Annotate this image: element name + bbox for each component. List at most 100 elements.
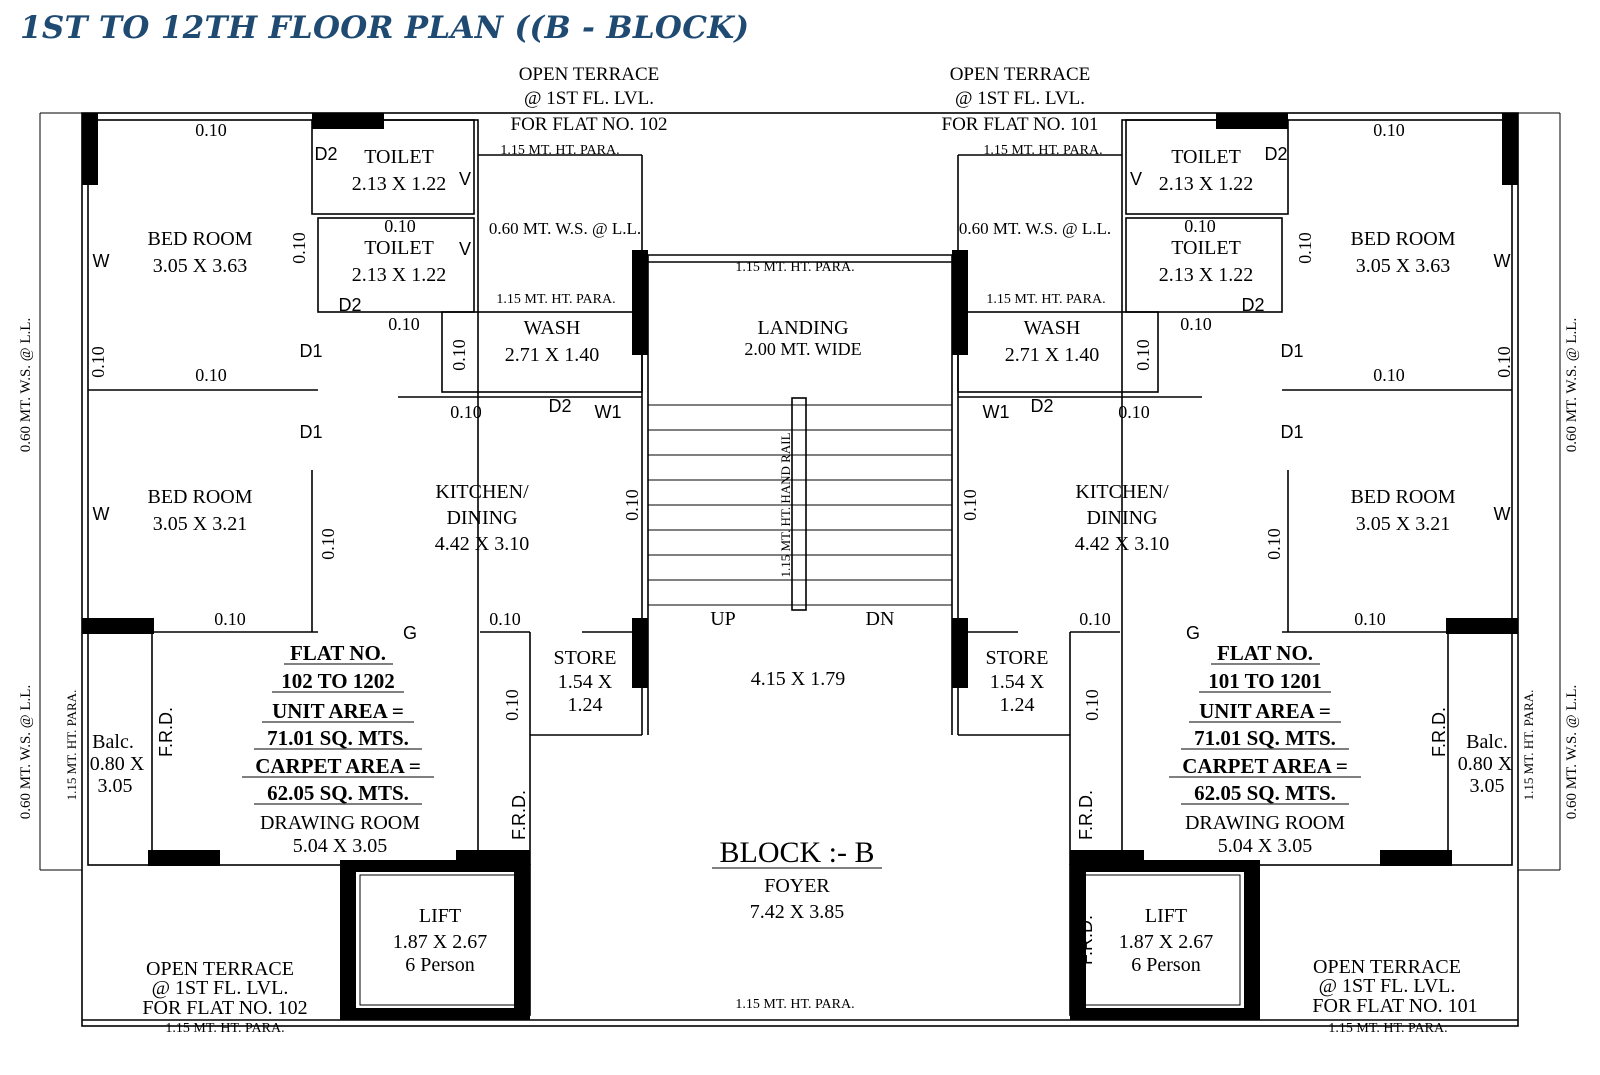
wall-dim-vertical: 0.10 xyxy=(1494,346,1514,378)
flat-no-label: FLAT NO. xyxy=(290,641,386,665)
wall-dim: 0.10 xyxy=(195,120,227,140)
vent-tag: V xyxy=(1130,169,1142,189)
door-tag: G xyxy=(1186,623,1200,643)
wall-dim: 0.10 xyxy=(450,402,482,422)
ws-label: 0.60 MT. W.S. @ L.L. xyxy=(489,219,641,238)
para-label: 1.15 MT. HT. PARA. xyxy=(500,143,619,158)
wall-dim-vertical: 0.10 xyxy=(1264,528,1284,560)
room-balcony-size1: 0.80 X xyxy=(90,753,145,775)
lobby-size: 4.15 X 1.79 xyxy=(751,668,845,690)
wall-dim-vertical: 0.10 xyxy=(88,346,108,378)
room-drawing-name: DRAWING ROOM xyxy=(260,812,420,834)
room-lift-name: LIFT xyxy=(419,905,461,927)
room-kitchen-size: 4.42 X 3.10 xyxy=(435,533,529,555)
room-kitchen-name: KITCHEN/ xyxy=(1075,481,1169,503)
flat-no-range: 102 TO 1202 xyxy=(281,669,395,693)
room-bed2-size: 3.05 X 3.21 xyxy=(1356,513,1450,535)
wall-dim: 0.10 xyxy=(195,365,227,385)
wall-dim: 0.10 xyxy=(1079,609,1111,629)
frd-tag: F.R.D. xyxy=(1429,707,1449,757)
unit-area-value: 71.01 SQ. MTS. xyxy=(1194,726,1336,750)
wall-dim: 0.10 xyxy=(384,216,416,236)
ws-label-vertical: 0.60 MT. W.S. @ L.L. xyxy=(1564,318,1580,452)
wall-dim-vertical: 0.10 xyxy=(1133,339,1153,371)
para-label: 1.15 MT. HT. PARA. xyxy=(165,1021,284,1036)
room-toilet-name: TOILET xyxy=(1171,237,1241,259)
flat-no-label: FLAT NO. xyxy=(1217,641,1313,665)
room-toilet-size: 2.13 X 1.22 xyxy=(1159,264,1253,286)
terrace-bottom-left-line2: @ 1ST FL. LVL. xyxy=(152,977,289,999)
door-tag: D2 xyxy=(1264,144,1287,164)
room-lift-size: 1.87 X 2.67 xyxy=(1119,931,1213,953)
terrace-bottom-left-line1: OPEN TERRACE xyxy=(146,958,294,980)
wall-dim: 0.10 xyxy=(1373,365,1405,385)
room-bed1-size: 3.05 X 3.63 xyxy=(1356,255,1450,277)
wall-dim-vertical: 0.10 xyxy=(622,489,642,521)
flat-info-underlines xyxy=(242,663,1361,805)
room-balcony-size1: 0.80 X xyxy=(1458,753,1513,775)
room-wash-size: 2.71 X 1.40 xyxy=(505,344,599,366)
window-tag: W xyxy=(93,504,110,524)
para-label: 1.15 MT. HT. PARA. xyxy=(983,143,1102,158)
block-title: BLOCK :- B xyxy=(719,836,874,869)
room-bed1-size: 3.05 X 3.63 xyxy=(153,255,247,277)
room-balcony-size2: 3.05 xyxy=(98,775,133,797)
room-bed1-name: BED ROOM xyxy=(1350,228,1455,250)
terrace-top-right-line1: OPEN TERRACE xyxy=(950,64,1091,85)
stair-up: UP xyxy=(710,608,736,630)
wall-dim: 0.10 xyxy=(1184,216,1216,236)
wall-dim: 0.10 xyxy=(214,609,246,629)
para-label: 1.15 MT. HT. PARA. xyxy=(986,292,1105,307)
wall-dim: 0.10 xyxy=(1118,402,1150,422)
room-lift-capacity: 6 Person xyxy=(405,954,474,976)
room-store-size2: 1.24 xyxy=(1000,694,1035,716)
window-tag: W xyxy=(1494,504,1511,524)
door-tag: D2 xyxy=(1241,295,1264,315)
window-tag: W1 xyxy=(983,402,1010,422)
room-toilet-name: TOILET xyxy=(364,237,434,259)
room-toilet-size: 2.13 X 1.22 xyxy=(352,173,446,195)
frd-tag: F.R.D. xyxy=(512,915,532,965)
para-label-vertical: 1.15 MT. HT. PARA. xyxy=(64,690,79,801)
terrace-bottom-right-line1: OPEN TERRACE xyxy=(1313,956,1461,978)
door-tag: D1 xyxy=(299,422,322,442)
frd-tag: F.R.D. xyxy=(1076,790,1096,840)
door-tag: D1 xyxy=(299,341,322,361)
terrace-top-right-line2: @ 1ST FL. LVL. xyxy=(955,88,1085,109)
room-balcony-name: Balc. xyxy=(1466,731,1508,753)
para-label: 1.15 MT. HT. PARA. xyxy=(496,292,615,307)
flat-info-right: FLAT NO. 101 TO 1201 UNIT AREA = 71.01 S… xyxy=(1182,641,1348,805)
room-bed2-name: BED ROOM xyxy=(147,486,252,508)
room-wash-name: WASH xyxy=(524,317,581,339)
wall-dim: 0.10 xyxy=(1373,120,1405,140)
flat-no-range: 101 TO 1201 xyxy=(1208,669,1322,693)
window-tag: W1 xyxy=(595,402,622,422)
room-store-name: STORE xyxy=(986,647,1049,669)
wall-dim-vertical: 0.10 xyxy=(1295,232,1315,264)
door-tag: G xyxy=(403,623,417,643)
room-kitchen-name2: DINING xyxy=(1086,507,1157,529)
landing-name: LANDING xyxy=(757,317,848,339)
room-store-size1: 1.54 X xyxy=(990,671,1045,693)
window-tag: W xyxy=(1494,251,1511,271)
frd-tag: F.R.D. xyxy=(509,790,529,840)
room-lift-name: LIFT xyxy=(1145,905,1187,927)
foyer-name: FOYER xyxy=(764,875,830,897)
door-tag: D2 xyxy=(338,295,361,315)
terrace-bottom-left-line3: FOR FLAT NO. 102 xyxy=(142,997,307,1019)
room-lift-capacity: 6 Person xyxy=(1131,954,1200,976)
ws-label-vertical: 0.60 MT. W.S. @ L.L. xyxy=(18,685,34,819)
wall-dim-vertical: 0.10 xyxy=(318,528,338,560)
handrail-bar xyxy=(791,397,807,611)
unit-area-label: UNIT AREA = xyxy=(272,699,404,723)
room-balcony-name: Balc. xyxy=(92,731,134,753)
room-toilet-name: TOILET xyxy=(364,146,434,168)
room-kitchen-size: 4.42 X 3.10 xyxy=(1075,533,1169,555)
terrace-top-right-line3: FOR FLAT NO. 101 xyxy=(942,114,1099,135)
room-drawing-size: 5.04 X 3.05 xyxy=(293,835,387,857)
ws-label-vertical: 0.60 MT. W.S. @ L.L. xyxy=(1564,685,1580,819)
terrace-top-left-line3: FOR FLAT NO. 102 xyxy=(511,114,668,135)
room-store-name: STORE xyxy=(554,647,617,669)
plan-title: 1ST TO 12TH FLOOR PLAN ((B - BLOCK) xyxy=(20,10,750,46)
frd-tag: F.R.D. xyxy=(1076,915,1096,965)
